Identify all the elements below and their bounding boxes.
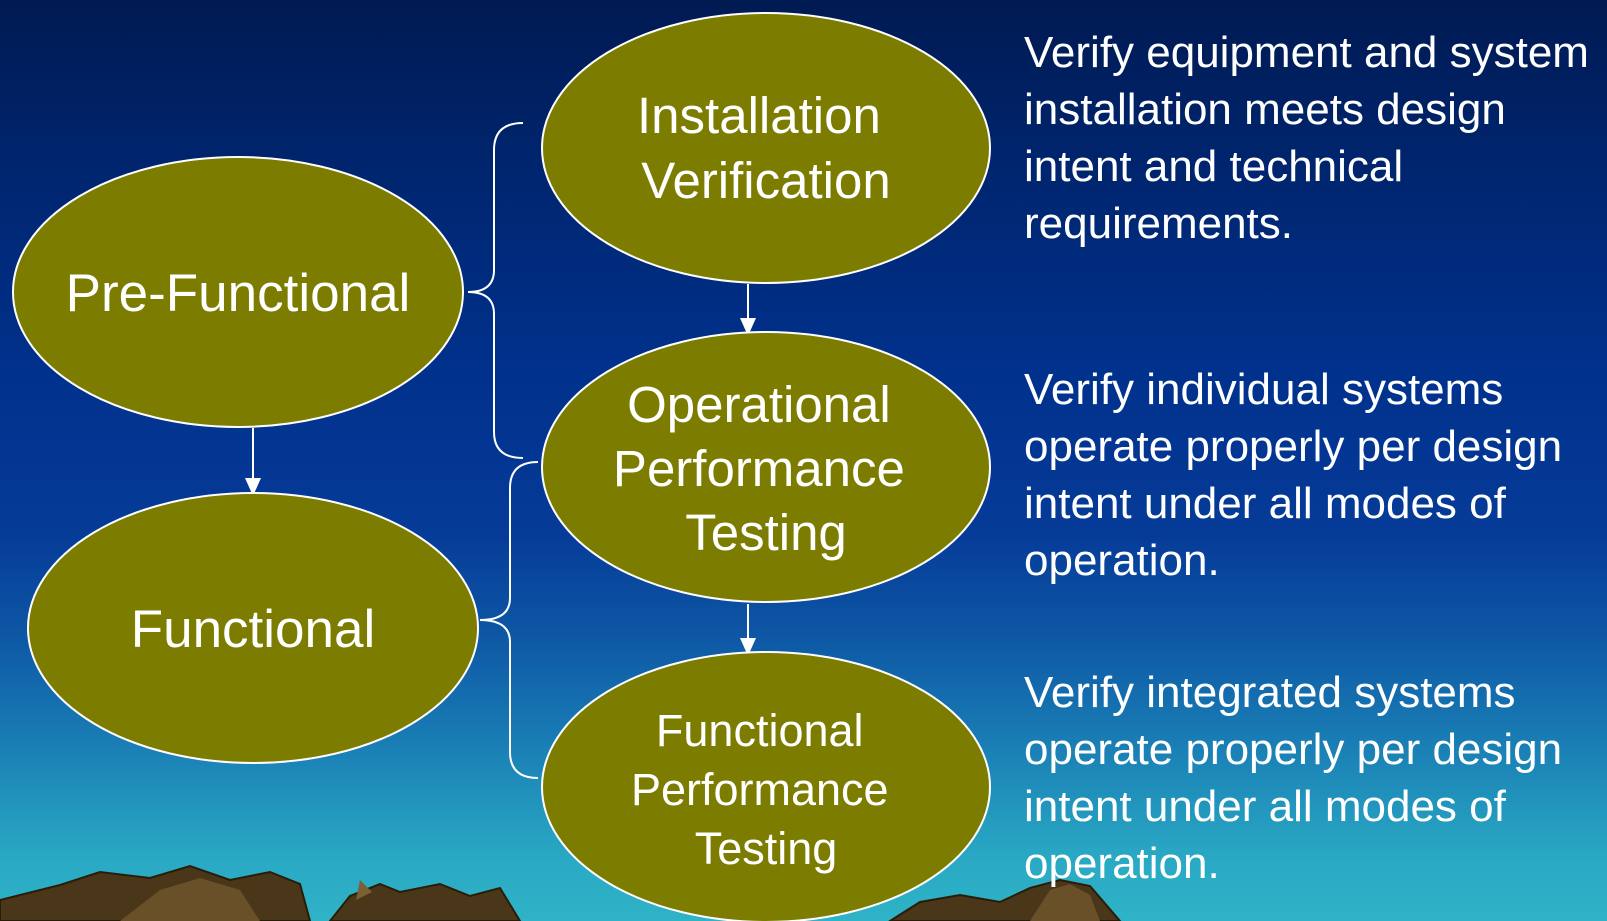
- functional-label: Functional: [131, 600, 376, 659]
- operational-label-line-2: Performance: [613, 440, 905, 497]
- installation-label-line-2: Verification: [641, 152, 890, 209]
- functional-perf-label-line-3: Testing: [695, 823, 838, 874]
- installation-label-line-1: Installation: [637, 87, 881, 144]
- operational-label-line-1: Operational: [627, 376, 891, 433]
- functional-performance-testing-node: Functional Performance Testing: [541, 651, 991, 921]
- operational-description: Verify individual systems operate proper…: [1024, 365, 1563, 585]
- svg-text:Installation Verificatio: Installation Verification: [637, 87, 895, 209]
- operational-performance-testing-node: Operational Performance Testing: [541, 331, 991, 603]
- functional-perf-label-line-2: Performance: [631, 764, 889, 815]
- installation-description: Verify equipment and system installation…: [1024, 28, 1589, 248]
- pre-functional-label: Pre-Functional: [66, 264, 411, 323]
- functional-performance-description: Verify integrated systems operate proper…: [1024, 668, 1563, 888]
- svg-text:Operational Performance: Operational Performance Testing: [613, 376, 919, 561]
- brace-pre-functional: [467, 122, 524, 459]
- pre-functional-node: Pre-Functional: [12, 156, 464, 428]
- installation-verification-node: Installation Verification: [541, 12, 991, 284]
- brace-functional: [479, 461, 539, 779]
- operational-label-line-3: Testing: [685, 504, 847, 561]
- functional-node: Functional: [27, 492, 479, 764]
- functional-perf-label-line-1: Functional: [656, 705, 864, 756]
- svg-text:Functional Performance: Functional Performance Testing: [631, 705, 901, 874]
